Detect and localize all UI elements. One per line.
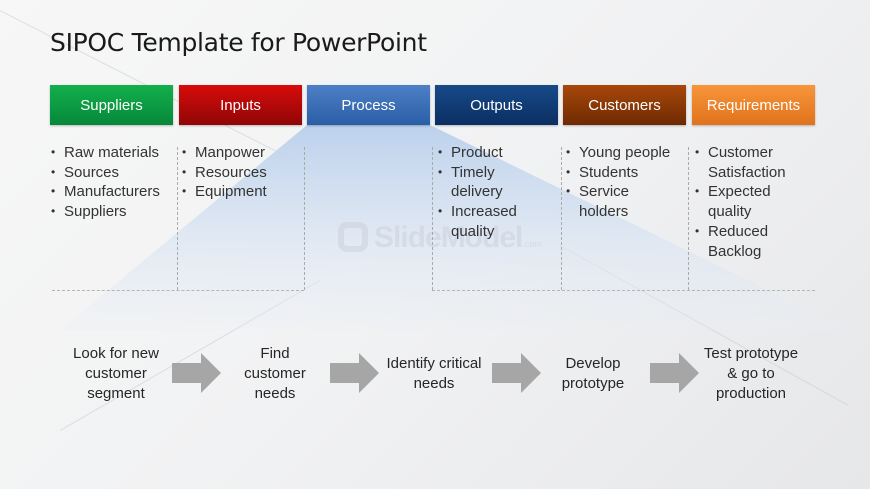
header-customers: Customers bbox=[563, 85, 686, 125]
column-divider bbox=[561, 147, 562, 290]
header-inputs: Inputs bbox=[179, 85, 302, 125]
list-item: Customer Satisfaction bbox=[695, 143, 798, 182]
process-step-label: Look for new customer segment bbox=[73, 345, 159, 402]
list-item: Manufacturers bbox=[51, 182, 176, 202]
column-divider bbox=[177, 147, 178, 290]
header-outputs: Outputs bbox=[435, 85, 558, 125]
list-item: Service holders bbox=[566, 182, 639, 221]
watermark-logo-icon bbox=[338, 222, 368, 252]
slide-title: SIPOC Template for PowerPoint bbox=[50, 28, 427, 57]
process-step-label: Identify critical needs bbox=[386, 355, 482, 392]
header-label: Process bbox=[341, 96, 396, 114]
inputs-list: Manpower Resources Equipment bbox=[182, 143, 302, 202]
list-item: Manpower bbox=[182, 143, 302, 163]
process-step: Test prototype & go to production bbox=[703, 334, 799, 414]
header-label: Suppliers bbox=[80, 96, 143, 114]
list-item: Sources bbox=[51, 163, 176, 183]
column-divider bbox=[688, 147, 689, 290]
column-divider bbox=[432, 147, 433, 290]
process-step-label: Develop prototype bbox=[561, 355, 625, 392]
list-item: Students bbox=[566, 163, 686, 183]
header-requirements: Requirements bbox=[692, 85, 815, 125]
arrow-right-icon bbox=[650, 353, 699, 393]
list-item: Reduced Backlog bbox=[695, 222, 783, 261]
process-step: Identify critical needs bbox=[382, 334, 486, 414]
process-step: Develop prototype bbox=[548, 334, 638, 414]
list-item: Timely delivery bbox=[438, 163, 533, 202]
header-label: Customers bbox=[588, 96, 661, 114]
arrow-right-icon bbox=[172, 353, 221, 393]
outputs-list: Product Timely delivery Increased qualit… bbox=[438, 143, 533, 242]
column-divider bbox=[304, 147, 305, 290]
header-label: Requirements bbox=[706, 96, 801, 114]
header-label: Outputs bbox=[470, 96, 523, 114]
process-step: Find customer needs bbox=[230, 334, 320, 414]
customers-list: Young people Students Service holders bbox=[566, 143, 686, 222]
list-item: Product bbox=[438, 143, 533, 163]
process-step: Look for new customer segment bbox=[62, 334, 170, 414]
arrow-right-icon bbox=[492, 353, 541, 393]
process-step-label: Find customer needs bbox=[244, 345, 306, 402]
watermark-suffix: .com bbox=[522, 239, 542, 249]
list-item: Resources bbox=[182, 163, 302, 183]
requirements-list: Customer Satisfaction Expected quality R… bbox=[695, 143, 805, 261]
list-item: Young people bbox=[566, 143, 686, 163]
arrow-right-icon bbox=[330, 353, 379, 393]
header-process: Process bbox=[307, 85, 430, 125]
list-item: Increased quality bbox=[438, 202, 533, 241]
row-divider-right bbox=[432, 290, 815, 291]
suppliers-list: Raw materials Sources Manufacturers Supp… bbox=[51, 143, 176, 222]
list-item: Expected quality bbox=[695, 182, 783, 221]
row-divider-left bbox=[52, 290, 304, 291]
header-label: Inputs bbox=[220, 96, 261, 114]
list-item: Suppliers bbox=[51, 202, 176, 222]
list-item: Raw materials bbox=[51, 143, 176, 163]
header-suppliers: Suppliers bbox=[50, 85, 173, 125]
process-step-label: Test prototype & go to production bbox=[703, 345, 799, 402]
list-item: Equipment bbox=[182, 182, 302, 202]
